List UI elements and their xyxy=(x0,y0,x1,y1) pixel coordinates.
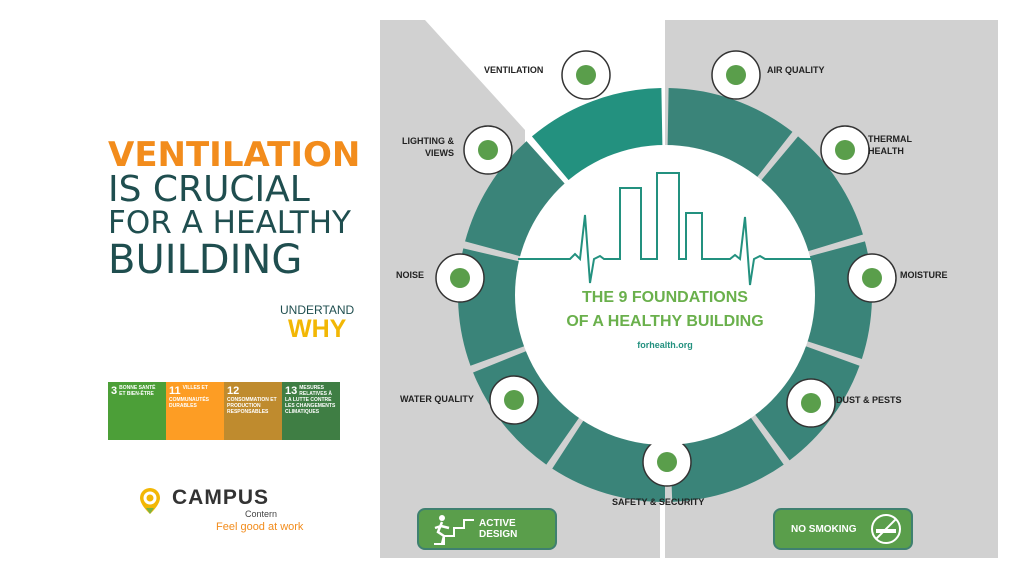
label-moisture: MOISTURE xyxy=(900,270,948,280)
headline-line2: IS CRUCIAL xyxy=(108,169,310,210)
water-tap-icon xyxy=(489,375,539,425)
label-noise: NOISE xyxy=(396,270,425,280)
ring-segment xyxy=(670,416,784,502)
sdg-num: 11 xyxy=(169,385,181,397)
understand-label: UNDERTAND xyxy=(280,303,355,317)
shield-icon xyxy=(642,437,692,487)
ring-segment xyxy=(465,141,566,257)
headline-line3: FOR A HEALTHY xyxy=(108,205,351,241)
stairs-runner-icon xyxy=(434,515,474,545)
sdg-num: 12 xyxy=(227,385,240,397)
ring-segment xyxy=(667,88,793,179)
label-water-quality: WATER QUALITY xyxy=(400,394,474,404)
ring-segment xyxy=(760,136,863,252)
active-design-badge: ACTIVE DESIGN xyxy=(417,508,557,550)
building-heartbeat-icon xyxy=(518,172,812,286)
sdg-num: 3 xyxy=(111,385,118,397)
no-smoking-icon xyxy=(871,514,901,544)
speaker-icon xyxy=(435,253,485,303)
air-quality-waves-icon xyxy=(711,50,761,100)
label-safety-security: SAFETY & SECURITY xyxy=(612,497,705,507)
sdg-text: BONNE SANTÉ ET BIEN-ÊTRE xyxy=(119,385,156,397)
no-smoking-label: NO SMOKING xyxy=(791,523,857,535)
label-air-quality: AIR QUALITY xyxy=(767,65,825,75)
ring-segment xyxy=(552,419,665,502)
why-label: WHY xyxy=(288,315,347,343)
active-design-label: ACTIVE DESIGN xyxy=(479,518,518,540)
brand-sub: Contern xyxy=(245,509,278,519)
headline-ventilation: VENTILATION xyxy=(108,135,361,175)
sdg-text: VILLES ET COMMUNAUTÉS DURABLES xyxy=(169,385,209,409)
thermometer-icon xyxy=(820,125,870,175)
diagram-title-2: OF A HEALTHY BUILDING xyxy=(566,313,764,330)
sdg-text: CONSOMMATION ET PRODUCTION RESPONSABLES xyxy=(227,397,277,415)
sdg-text: MESURES RELATIVES À LA LUTTE CONTRE LES … xyxy=(285,385,336,415)
sdg-num: 13 xyxy=(285,385,298,397)
label-ventilation: VENTILATION xyxy=(484,65,544,75)
ventilation-arrows-icon xyxy=(561,50,611,100)
campus-logo-icon xyxy=(140,488,160,514)
diagram-title-1: THE 9 FOUNDATIONS xyxy=(582,289,748,306)
dust-hand-icon xyxy=(786,378,836,428)
diagram-url: forhealth.org xyxy=(637,340,693,350)
moisture-drops-icon xyxy=(847,253,897,303)
ring-segment xyxy=(531,88,663,182)
brand-tagline: Feel good at work xyxy=(216,521,304,533)
label-dust-pests: DUST & PESTS xyxy=(836,395,902,405)
lightbulb-icon xyxy=(463,125,513,175)
label-thermal-health: THERMAL HEALTH xyxy=(868,134,912,156)
brand-name: CAMPUS xyxy=(172,486,270,509)
center-circle xyxy=(515,145,815,445)
label-lighting-views: LIGHTING & VIEWS xyxy=(402,136,454,158)
headline-line4: BUILDING xyxy=(108,237,303,283)
